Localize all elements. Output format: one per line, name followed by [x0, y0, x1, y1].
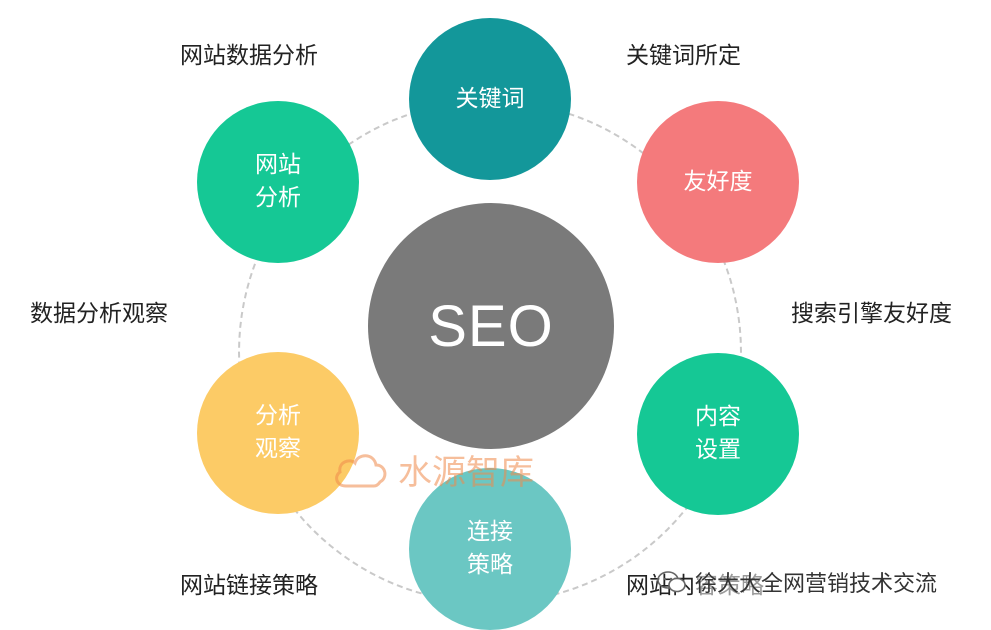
node-keywords: 关键词: [409, 18, 571, 180]
node-links-line2: 策略: [467, 552, 513, 578]
chat-bubble-icon: [657, 571, 686, 593]
source-credit: 徐大大全网营销技术交流: [657, 566, 938, 598]
cloud-icon: [335, 453, 387, 487]
node-links-line1: 连接: [467, 519, 513, 545]
node-observe-line2: 观察: [255, 436, 301, 462]
node-keywords-label: 关键词: [455, 85, 525, 112]
node-friendliness: 友好度: [637, 101, 799, 263]
node-observe-line1: 分析: [255, 403, 301, 429]
node-content-line1: 内容: [695, 404, 741, 430]
node-site-line2: 分析: [255, 185, 301, 211]
label-engine-friendliness: 搜索引擎友好度: [791, 301, 952, 327]
label-site-data-analysis: 网站数据分析: [180, 43, 318, 69]
node-content: 内容 设置: [637, 353, 799, 515]
label-data-analysis-observe: 数据分析观察: [30, 301, 168, 327]
node-content-line2: 设置: [695, 437, 741, 463]
label-keywords-fixed: 关键词所定: [626, 43, 741, 69]
watermark-text: 水源智库: [398, 453, 534, 493]
node-friendliness-label: 友好度: [683, 168, 753, 195]
label-site-link-strategy: 网站链接策略: [180, 573, 318, 599]
center-seo: SEO: [368, 203, 614, 449]
center-seo-label: SEO: [428, 293, 554, 359]
node-links: 连接 策略: [409, 468, 571, 630]
node-site: 网站 分析: [197, 101, 359, 263]
node-observe: 分析 观察: [197, 352, 359, 514]
node-site-line1: 网站: [255, 152, 301, 178]
credit-text: 徐大大全网营销技术交流: [695, 566, 938, 598]
watermark: 水源智库: [330, 445, 534, 494]
